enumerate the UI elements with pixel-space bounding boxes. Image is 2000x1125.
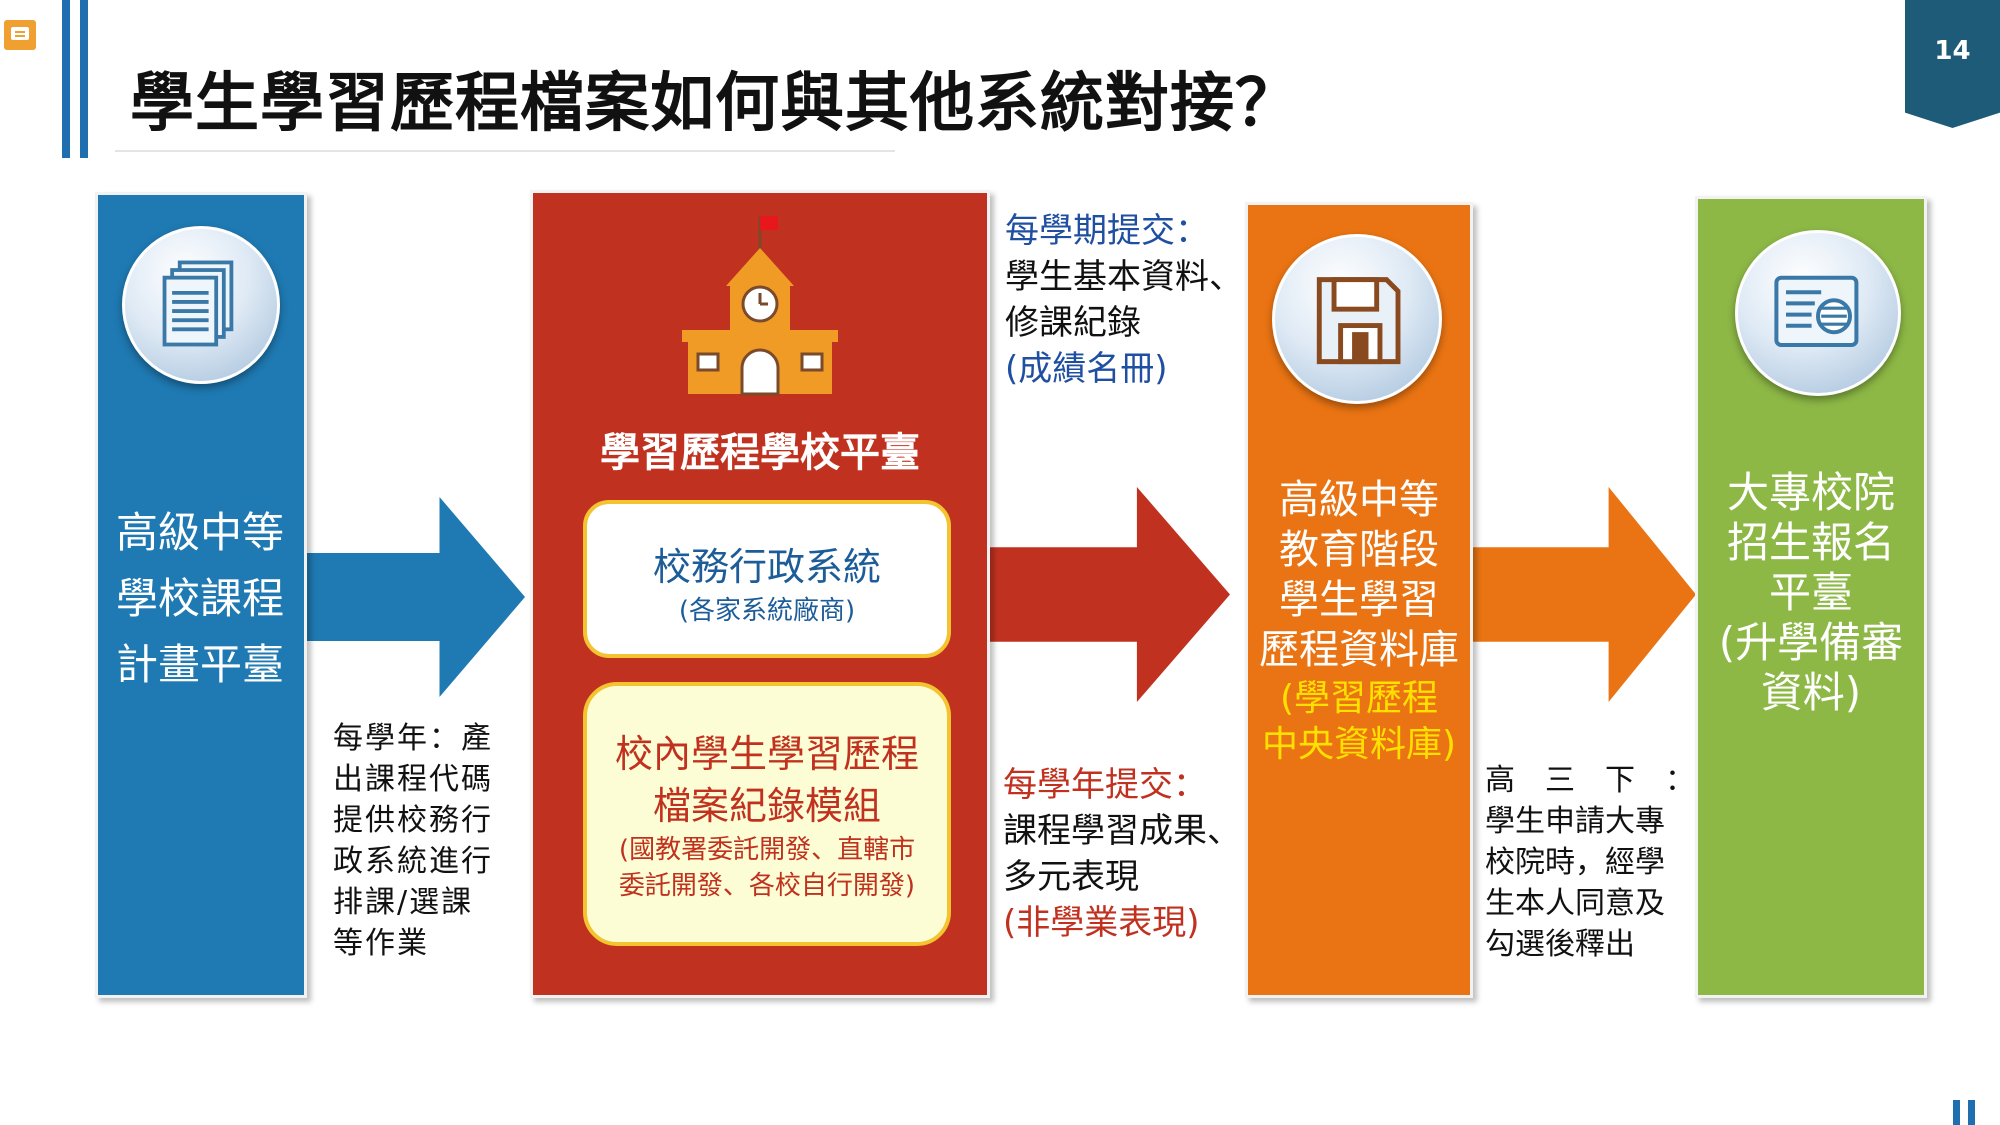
label-line: 教育階段 xyxy=(1279,527,1439,573)
label-line: 歷程資料庫 xyxy=(1259,627,1459,673)
title-line: 檔案紀錄模組 xyxy=(652,784,881,828)
note-line: 提供校務行 xyxy=(333,803,493,838)
central-database-label: 高級中等 教育階段 學生學習 歷程資料庫 xyxy=(1248,475,1470,675)
document-stack-icon xyxy=(122,226,280,384)
note-heading: 每學年提交： xyxy=(1003,765,1207,805)
portfolio-module-title: 校內學生學習歷程 檔案紀錄模組 xyxy=(583,728,951,832)
note-course-code: 每學年：產 出課程代碼 提供校務行 政系統進行 排課/選課 等作業 xyxy=(333,718,493,964)
accent-bar xyxy=(80,0,88,158)
note-tail: (成績名冊) xyxy=(1005,349,1168,389)
sub-line: 中央資料庫) xyxy=(1261,724,1457,765)
arrow-blue xyxy=(300,497,525,697)
note-line: 學生基本資料、 xyxy=(1005,257,1243,297)
sub-line: 委託開發、各校自行開發) xyxy=(618,871,916,901)
note-heading: 每學期提交： xyxy=(1005,211,1209,251)
label-line: 平臺 xyxy=(1768,568,1853,617)
sub-line: (學習歷程 xyxy=(1279,678,1439,719)
label-line: (升學備審 xyxy=(1718,618,1904,667)
label-line: 學生學習 xyxy=(1279,577,1439,623)
label-line: 高級中等 xyxy=(1279,477,1439,523)
label-line: 計畫平臺 xyxy=(115,640,284,689)
note-semester-submission: 每學期提交： 學生基本資料、 修課紀錄 (成績名冊) xyxy=(1005,208,1243,392)
admission-platform-label: 大專校院 招生報名 平臺 (升學備審 資料) xyxy=(1698,468,1924,718)
note-year-submission: 每學年提交： 課程學習成果、 多元表現 (非學業表現) xyxy=(1003,762,1241,946)
arrow-red xyxy=(985,487,1230,702)
admin-system-title: 校務行政系統 xyxy=(652,545,881,589)
note-line: 學生申請大專 xyxy=(1485,804,1665,839)
slide-title: 學生學習歷程檔案如何與其他系統對接？ xyxy=(130,67,1300,141)
portfolio-module-developers: (國教署委託開發、直轄市 委託開發、各校自行開發) xyxy=(583,832,951,904)
school-building-icon xyxy=(670,212,850,402)
comment-icon[interactable] xyxy=(4,20,36,50)
title-underline xyxy=(115,150,895,152)
portfolio-module-box xyxy=(583,682,951,946)
admin-system-box xyxy=(583,500,951,658)
document-search-icon xyxy=(1735,230,1901,396)
note-line: 排課/選課 xyxy=(333,885,474,920)
label-line: 招生報名 xyxy=(1726,518,1895,567)
note-line: 校院時，經學 xyxy=(1485,845,1665,880)
note-line: 政系統進行 xyxy=(333,844,493,879)
note-line: 生本人同意及 xyxy=(1485,886,1665,921)
floppy-disk-icon xyxy=(1272,234,1442,404)
title-line: 校內學生學習歷程 xyxy=(614,732,919,776)
central-database-subtitle: (學習歷程 中央資料庫) xyxy=(1248,676,1470,768)
note-line: 課程學習成果、 xyxy=(1003,811,1241,851)
sub-line: (國教署委託開發、直轄市 xyxy=(618,835,916,865)
arrow-orange xyxy=(1466,487,1696,702)
page-number-tab xyxy=(1905,0,2000,128)
note-line: 修課紀錄 xyxy=(1005,303,1141,343)
note-line: 出課程代碼 xyxy=(333,762,493,797)
note-tail: (非學業表現) xyxy=(1003,903,1200,943)
school-platform-title: 學習歷程學校平臺 xyxy=(600,430,920,476)
note-line: 高 三 下 ： xyxy=(1485,763,1695,798)
note-line: 勾選後釋出 xyxy=(1485,927,1635,962)
note-line: 多元表現 xyxy=(1003,857,1139,897)
label-line: 資料) xyxy=(1760,668,1862,717)
page-number: 14 xyxy=(1934,36,1971,66)
label-line: 高級中等 xyxy=(115,508,284,557)
note-line: 等作業 xyxy=(333,926,429,961)
course-plan-platform-label: 高級中等 學校課程 計畫平臺 xyxy=(100,500,300,698)
footer-accent-bar xyxy=(1968,1100,1975,1125)
label-line: 大專校院 xyxy=(1726,468,1895,517)
note-grade3-release: 高 三 下 ： 學生申請大專 校院時，經學 生本人同意及 勾選後釋出 xyxy=(1485,760,1695,965)
footer-accent-bar xyxy=(1953,1100,1960,1125)
note-line: 每學年：產 xyxy=(333,721,493,756)
accent-bar xyxy=(62,0,70,158)
admin-system-vendor: (各家系統廠商) xyxy=(678,596,856,626)
label-line: 學校課程 xyxy=(115,574,284,623)
